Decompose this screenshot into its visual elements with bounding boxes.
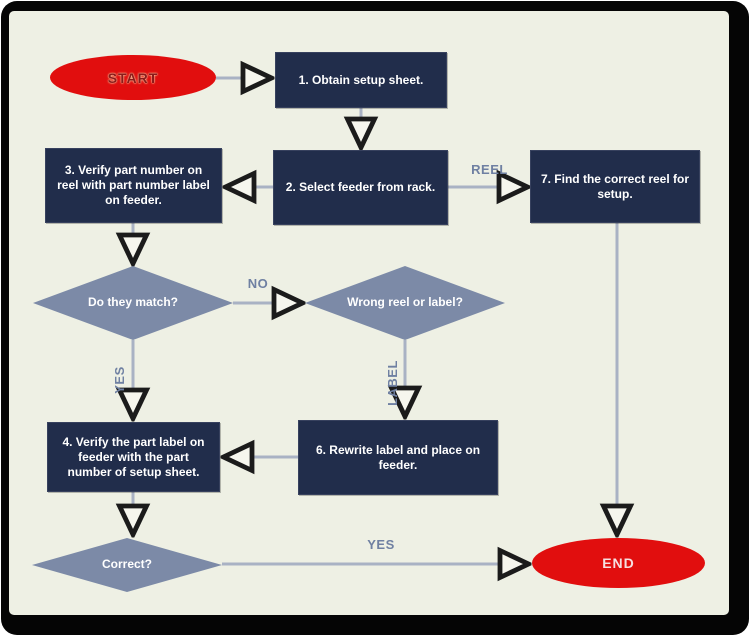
decision-wrong-reel-or-label-label: Wrong reel or label? xyxy=(347,295,463,310)
terminal-start-label: START xyxy=(107,69,159,86)
process-step-7-label: 7. Find the correct reel for setup. xyxy=(540,171,690,201)
process-step-6: 6. Rewrite label and place on feeder. xyxy=(298,420,498,495)
process-step-1: 1. Obtain setup sheet. xyxy=(275,52,447,108)
process-step-2-label: 2. Select feeder from rack. xyxy=(285,180,436,194)
decision-do-they-match-label: Do they match? xyxy=(87,295,178,310)
terminal-end: END xyxy=(532,538,705,588)
edge-label-reel: REEL xyxy=(471,162,508,177)
process-step-6-label: 6. Rewrite label and place on feeder. xyxy=(315,442,481,472)
process-step-4: 4. Verify the part label on feeder with … xyxy=(47,422,220,492)
terminal-end-label: END xyxy=(602,555,635,571)
edge-label-no: NO xyxy=(247,276,269,291)
process-step-3: 3. Verify part number on reel with part … xyxy=(45,148,222,223)
process-step-3-label: 3. Verify part number on reel with part … xyxy=(57,163,210,207)
edge-label-yes-correct: YES xyxy=(367,537,395,552)
process-step-2: 2. Select feeder from rack. xyxy=(273,150,448,225)
process-step-7: 7. Find the correct reel for setup. xyxy=(530,150,700,223)
terminal-start: START xyxy=(50,55,216,100)
edge-label-label: LABEL xyxy=(385,360,400,406)
process-step-1-label: 1. Obtain setup sheet. xyxy=(298,72,424,87)
process-step-4-label: 4. Verify the part label on feeder with … xyxy=(62,434,205,479)
edge-label-yes-match: YES xyxy=(112,366,127,394)
decision-correct-label: Correct? xyxy=(101,557,152,572)
